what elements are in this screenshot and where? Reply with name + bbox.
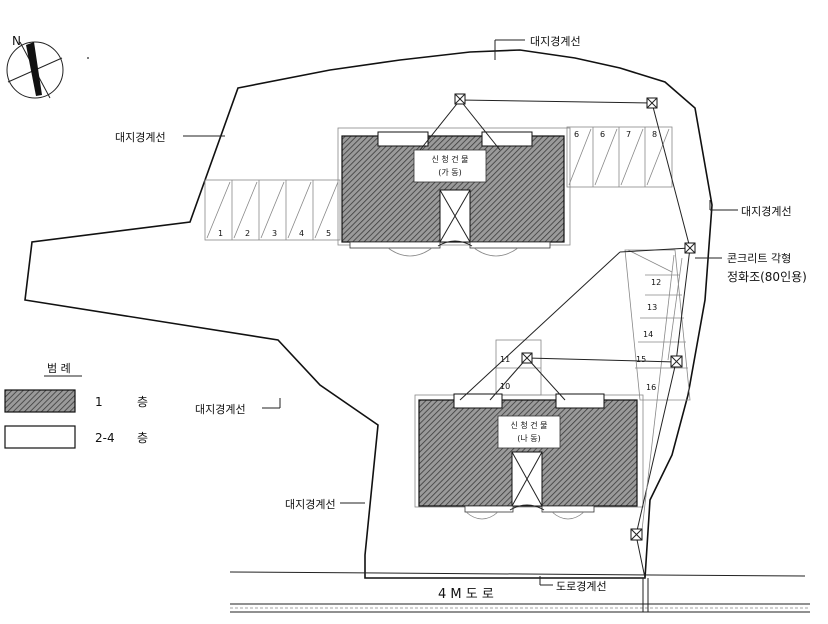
parking-number: 10 [500,382,510,391]
building-na-name: 신 청 건 물 [510,420,547,430]
utility-lines [419,99,691,612]
label-site-boundary-mid: 대지경계선 [195,403,246,416]
parking-number: 2 [245,229,250,238]
parking-number: 6 [600,130,605,139]
manhole-icon [646,97,658,109]
parking-top-left: 1 2 3 4 5 [204,179,341,241]
parking-number: 12 [651,278,661,287]
manhole-icon [630,528,643,541]
legend-item-num: 2-4 [95,431,115,445]
parking-number: 1 [218,229,223,238]
manhole-icon [521,352,533,364]
building-na-sub: (나 동) [517,434,541,443]
parking-number: 16 [646,383,656,392]
parking-number: 4 [299,229,304,238]
legend-item-unit: 층 [137,431,148,445]
building-na: 신 청 건 물 (나 동) [414,393,644,520]
parking-number: 15 [636,355,646,364]
building-ga-name: 신 청 건 물 [431,154,468,164]
parking-number: 13 [647,303,657,312]
label-road: 4 M 도 로 [438,587,494,602]
legend-title: 범 례 [47,362,71,375]
label-site-boundary-top: 대지경계선 [530,35,581,48]
manhole-icon [684,242,696,254]
north-label: N [12,34,21,48]
north-arrow-icon: N [6,34,64,99]
label-site-boundary-left: 대지경계선 [115,131,166,144]
legend-swatch-hatched [4,389,76,413]
building-ga: 신 청 건 물 (가 동) [337,127,571,257]
parking-number: 5 [326,229,331,238]
parking-number: 14 [643,330,653,339]
legend-item-num: 1 [95,395,103,409]
manhole-icon [454,93,466,105]
manhole-icon [670,355,683,368]
label-road-boundary: 도로경계선 [556,580,607,593]
road-line-top [229,571,806,577]
legend-swatch-plain [4,425,76,449]
label-site-boundary-right: 대지경계선 [741,205,792,218]
parking-number: 6 [574,130,579,139]
label-septic-tank-1: 콘크리트 각형 [727,252,791,265]
building-ga-sub: (가 동) [438,168,462,177]
label-septic-tank-2: 정화조(80인용) [727,270,807,284]
parking-number: 8 [652,130,657,139]
parking-top-right: 6 6 7 8 [566,126,673,188]
parking-number: 7 [626,130,631,139]
site-boundary [24,49,713,579]
label-site-boundary-bottom: 대지경계선 [285,498,336,511]
parking-number: 11 [500,355,510,364]
legend: 범 례 1 층 2-4 층 [4,362,148,449]
legend-item-unit: 층 [137,395,148,409]
parking-number: 3 [272,229,277,238]
